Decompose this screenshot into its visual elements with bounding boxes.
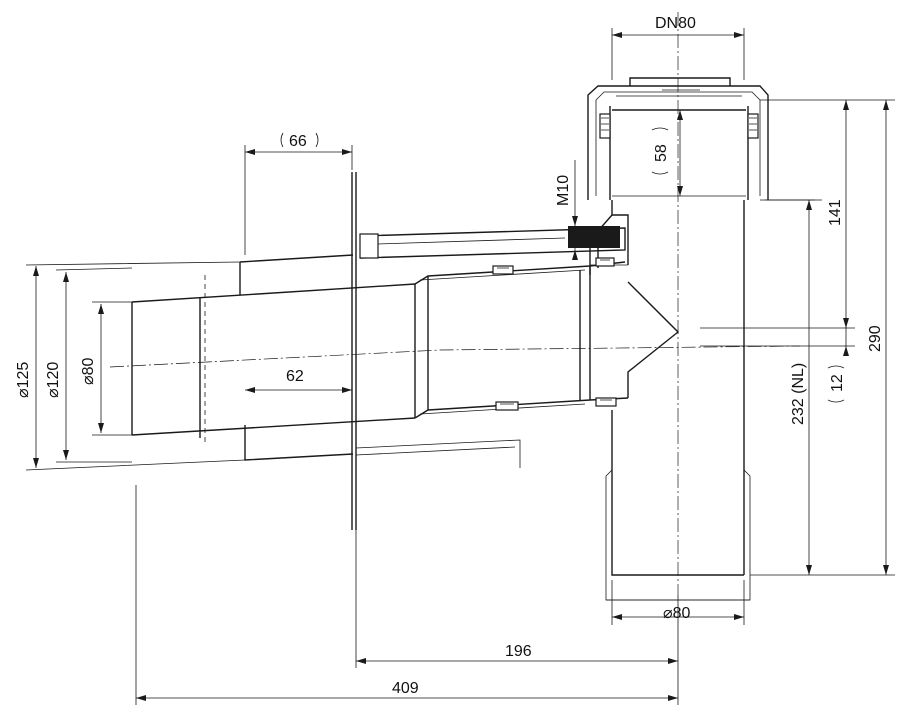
diameter-120-value: 120 xyxy=(45,362,62,389)
diameter-125-value: 125 xyxy=(15,362,32,389)
diameter-symbol: ⌀ xyxy=(15,388,32,398)
diameter-80-left-value: 80 xyxy=(80,357,97,375)
label-232-nl: 232 (NL) xyxy=(790,363,807,425)
vertical-pipe xyxy=(587,12,769,601)
label-m10: M10 xyxy=(555,175,572,206)
label-409: 409 xyxy=(392,680,419,697)
label-diameter-80-bottom: ⌀80 xyxy=(663,605,691,622)
label-66: 66 xyxy=(289,133,307,150)
label-diameter-125: ⌀125 xyxy=(15,362,32,398)
dimension-lines xyxy=(25,28,895,705)
label-diameter-120: ⌀120 xyxy=(45,362,62,398)
svg-text:⌀120: ⌀120 xyxy=(45,362,62,398)
svg-text:⌀125: ⌀125 xyxy=(15,362,32,398)
horizontal-branch xyxy=(109,172,801,530)
label-196: 196 xyxy=(505,643,532,660)
diameter-symbol: ⌀ xyxy=(45,388,62,398)
label-dn80: DN80 xyxy=(655,15,696,32)
diameter-symbol: ⌀ xyxy=(663,605,673,622)
diameter-symbol: ⌀ xyxy=(80,375,97,385)
label-290: 290 xyxy=(867,325,884,352)
label-58: 58 xyxy=(653,144,670,162)
label-141: 141 xyxy=(827,199,844,226)
label-12: 12 xyxy=(829,374,846,392)
label-diameter-80-left: ⌀80 xyxy=(80,357,97,385)
label-62: 62 xyxy=(286,368,304,385)
diameter-80-bottom-value: 80 xyxy=(673,605,691,622)
svg-text:⌀80: ⌀80 xyxy=(80,357,97,385)
